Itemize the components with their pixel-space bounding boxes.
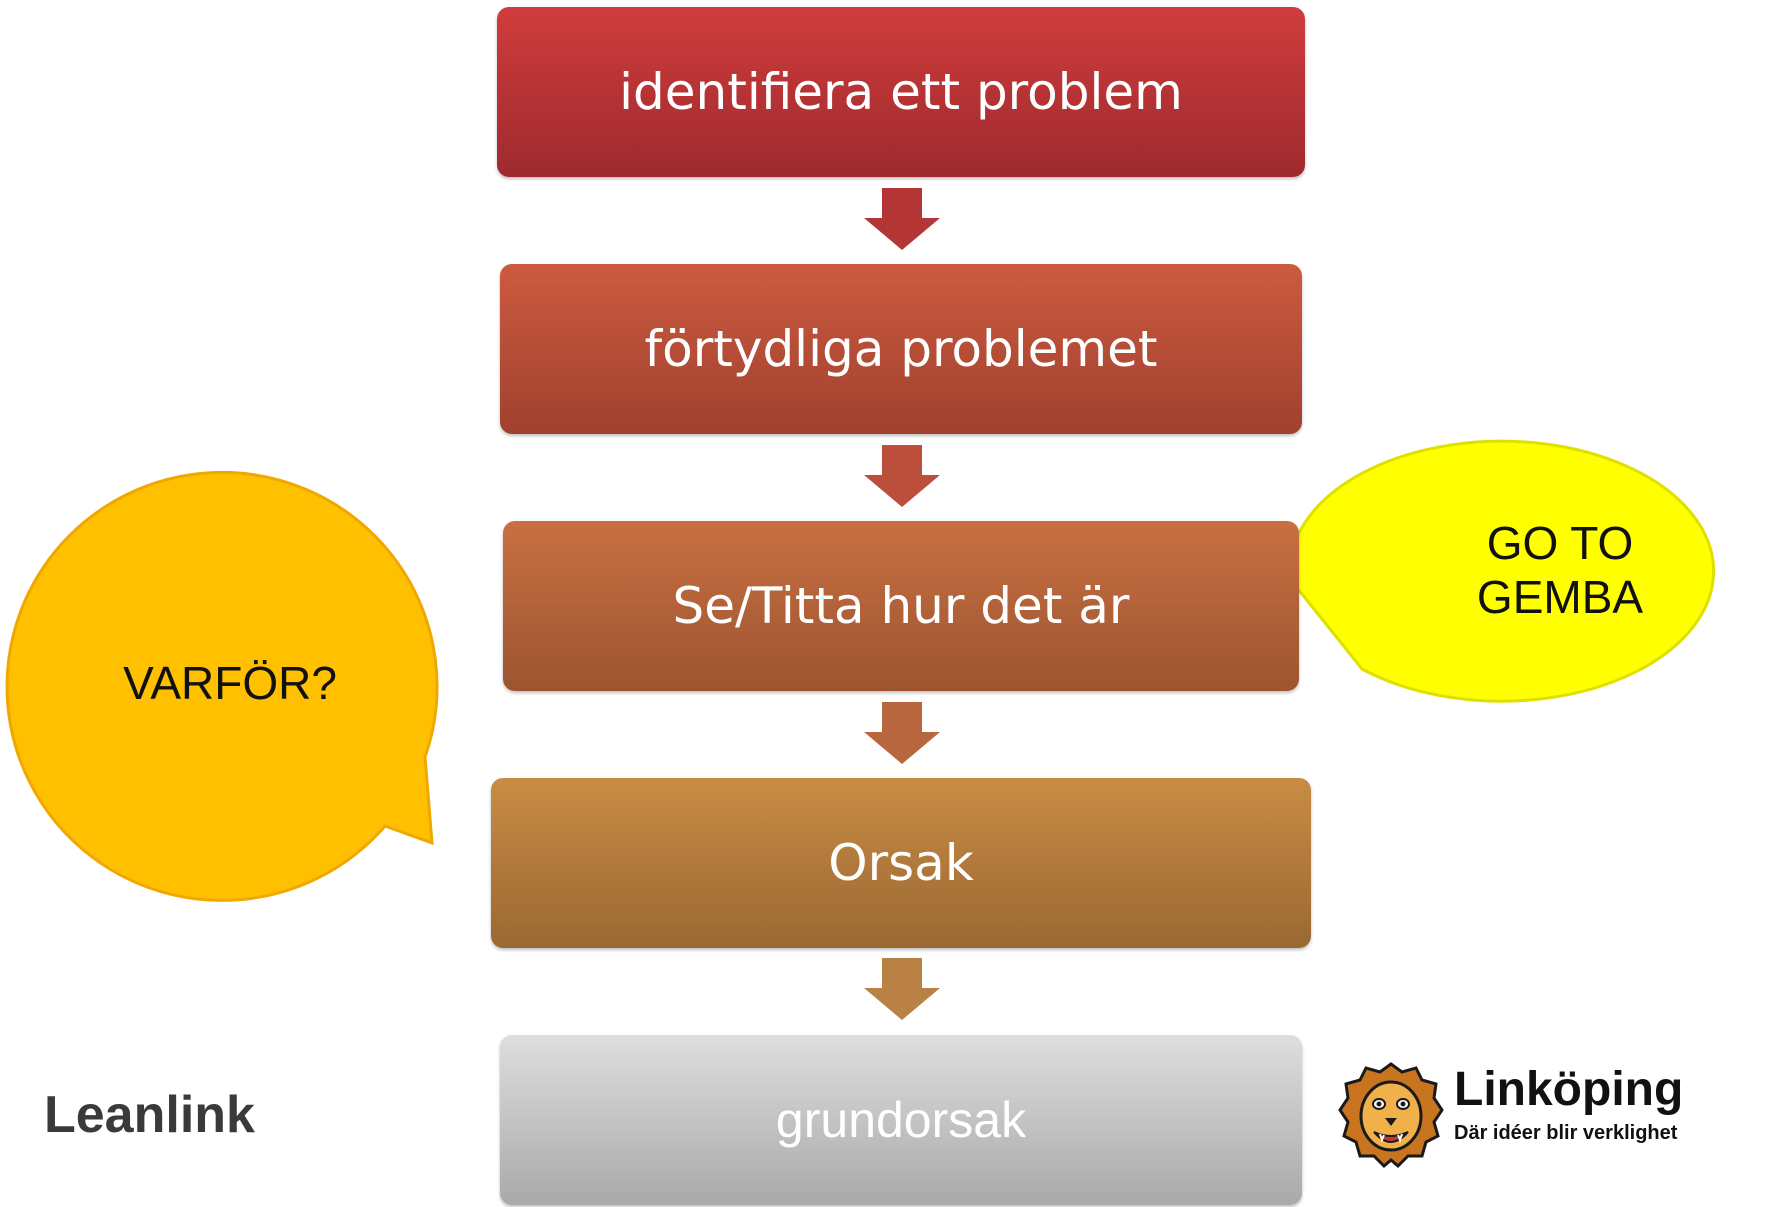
step-clarify-problem: förtydliga problemet [500,264,1302,434]
down-arrow-icon [862,958,942,1022]
step-label: Orsak [828,834,974,892]
leanlink-logo: Leanlink [44,1086,255,1144]
varfor-callout-text: VARFÖR? [123,657,337,709]
step-root-cause: grundorsak [500,1035,1302,1205]
gemba-callout-text: GO TO GEMBA [1450,516,1670,624]
down-arrow-icon [862,188,942,252]
down-arrow-icon [862,445,942,509]
step-cause: Orsak [491,778,1311,948]
step-label: identifiera ett problem [619,63,1183,121]
gemba-callout-shape [1288,439,1716,703]
varfor-callout-shape [5,470,439,902]
lion-icon [1338,1062,1444,1169]
linkoping-logo: Linköping Där idéer blir verklighet [1336,1060,1683,1170]
linkoping-name: Linköping [1454,1063,1684,1116]
step-identify-problem: identifiera ett problem [497,7,1305,177]
step-label: förtydliga problemet [644,320,1158,378]
gemba-line-2: GEMBA [1476,571,1644,623]
linkoping-tagline: Där idéer blir verklighet [1454,1122,1678,1144]
gemba-line-1: GO TO [1486,517,1634,569]
step-see-look: Se/Titta hur det är [503,521,1299,691]
down-arrow-icon [862,702,942,766]
step-label: grundorsak [775,1092,1027,1148]
step-label: Se/Titta hur det är [672,577,1130,635]
